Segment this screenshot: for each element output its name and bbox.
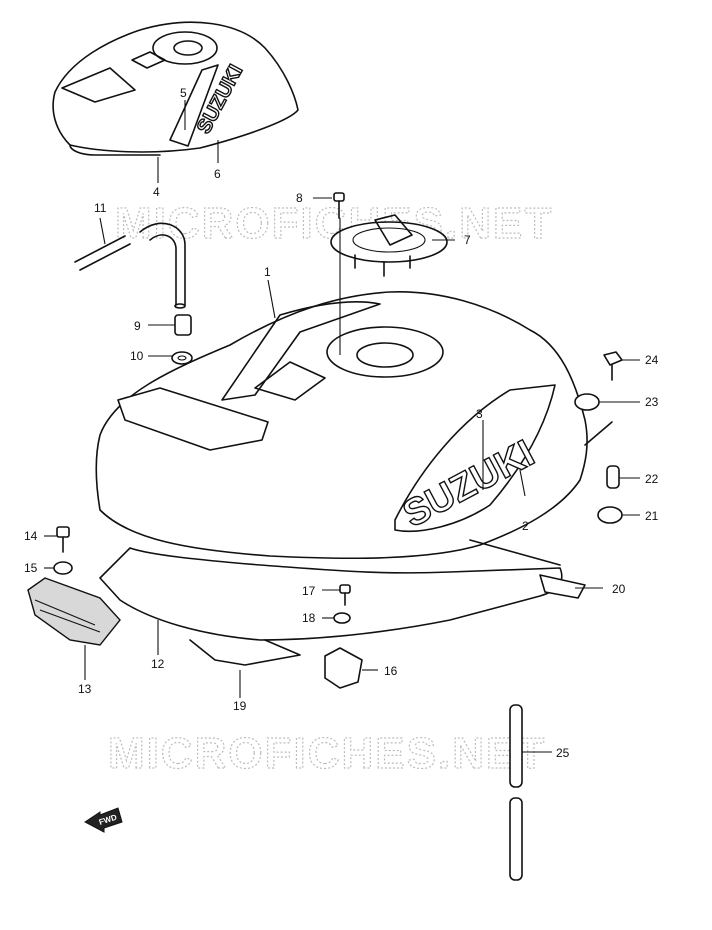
watermark-bottom: MICROFICHES.NET bbox=[108, 729, 546, 778]
callout-10: 10 bbox=[130, 349, 144, 363]
tank-cover: SUZUKI bbox=[52, 21, 299, 156]
callout-9: 9 bbox=[134, 319, 141, 333]
footpeg-assembly bbox=[27, 526, 121, 646]
callout-21: 21 bbox=[645, 509, 659, 523]
tank-mounts bbox=[574, 351, 623, 524]
callout-20: 20 bbox=[612, 582, 626, 596]
callout-6: 6 bbox=[214, 167, 221, 181]
callout-14: 14 bbox=[24, 529, 38, 543]
callout-11: 11 bbox=[94, 201, 107, 215]
callout-3: 3 bbox=[476, 407, 483, 421]
callout-18: 18 bbox=[302, 611, 316, 625]
callout-25: 25 bbox=[556, 746, 570, 760]
fuel-cap-assembly bbox=[330, 192, 448, 277]
callout-13: 13 bbox=[78, 682, 92, 696]
callout-8: 8 bbox=[296, 191, 303, 205]
leader-lines bbox=[44, 100, 640, 753]
clamp-assembly bbox=[324, 584, 363, 689]
callout-22: 22 bbox=[645, 472, 659, 486]
callout-7: 7 bbox=[464, 233, 471, 247]
forward-direction-arrow: FWD bbox=[84, 807, 123, 833]
valve-and-washer bbox=[171, 314, 193, 365]
callout-16: 16 bbox=[384, 664, 398, 678]
callout-4: 4 bbox=[153, 185, 160, 199]
callout-24: 24 bbox=[645, 353, 659, 367]
callout-15: 15 bbox=[24, 561, 38, 575]
callout-23: 23 bbox=[645, 395, 659, 409]
callout-1: 1 bbox=[264, 265, 271, 279]
callout-17: 17 bbox=[302, 584, 316, 598]
tank-frame bbox=[99, 539, 586, 666]
callout-numbers: 1 2 3 4 5 6 7 8 9 10 11 12 13 14 15 16 1… bbox=[24, 86, 659, 760]
callout-2: 2 bbox=[522, 519, 529, 533]
fuel-tank: SUZUKI bbox=[95, 291, 613, 560]
callout-12: 12 bbox=[151, 657, 165, 671]
callout-19: 19 bbox=[233, 699, 247, 713]
callout-5: 5 bbox=[180, 86, 187, 100]
rod-pieces bbox=[509, 704, 523, 881]
breather-hose bbox=[74, 222, 186, 309]
